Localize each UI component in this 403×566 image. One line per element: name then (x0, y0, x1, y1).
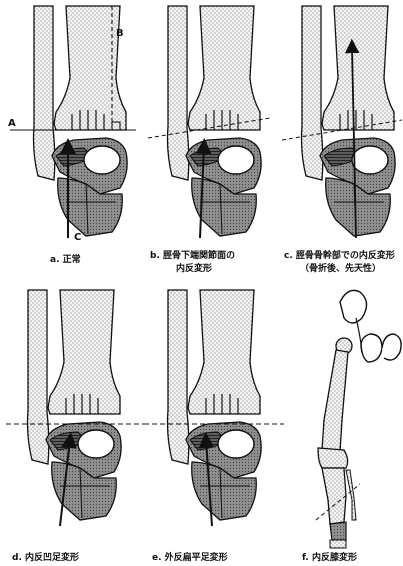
caption-a: a. 正常 (50, 253, 81, 265)
label-a-marker: A (8, 118, 16, 129)
label-c-marker: C (74, 232, 81, 243)
caption-c-line1: c. 脛骨骨幹部での内反変形 (284, 249, 395, 261)
caption-d: d. 内反凹足変形 (12, 551, 79, 563)
panel-d-cavovarus (6, 290, 146, 526)
caption-e: e. 外反扁平足変形 (152, 551, 228, 563)
panel-b-distal-tibia-varus (148, 6, 270, 238)
panel-e-planovalgus (144, 290, 284, 526)
caption-c-line2: （骨折後、先天性） (300, 262, 381, 274)
panel-f-genu-varum (316, 290, 401, 548)
panel-a-normal (10, 6, 136, 238)
caption-b-line1: b. 脛骨下端関節面の (150, 249, 235, 261)
caption-b-line2: 内反変形 (176, 262, 212, 274)
label-b-marker: B (116, 28, 124, 39)
panel-c-tibial-shaft-varus (282, 6, 402, 238)
caption-f: f. 内反膝変形 (302, 551, 357, 563)
